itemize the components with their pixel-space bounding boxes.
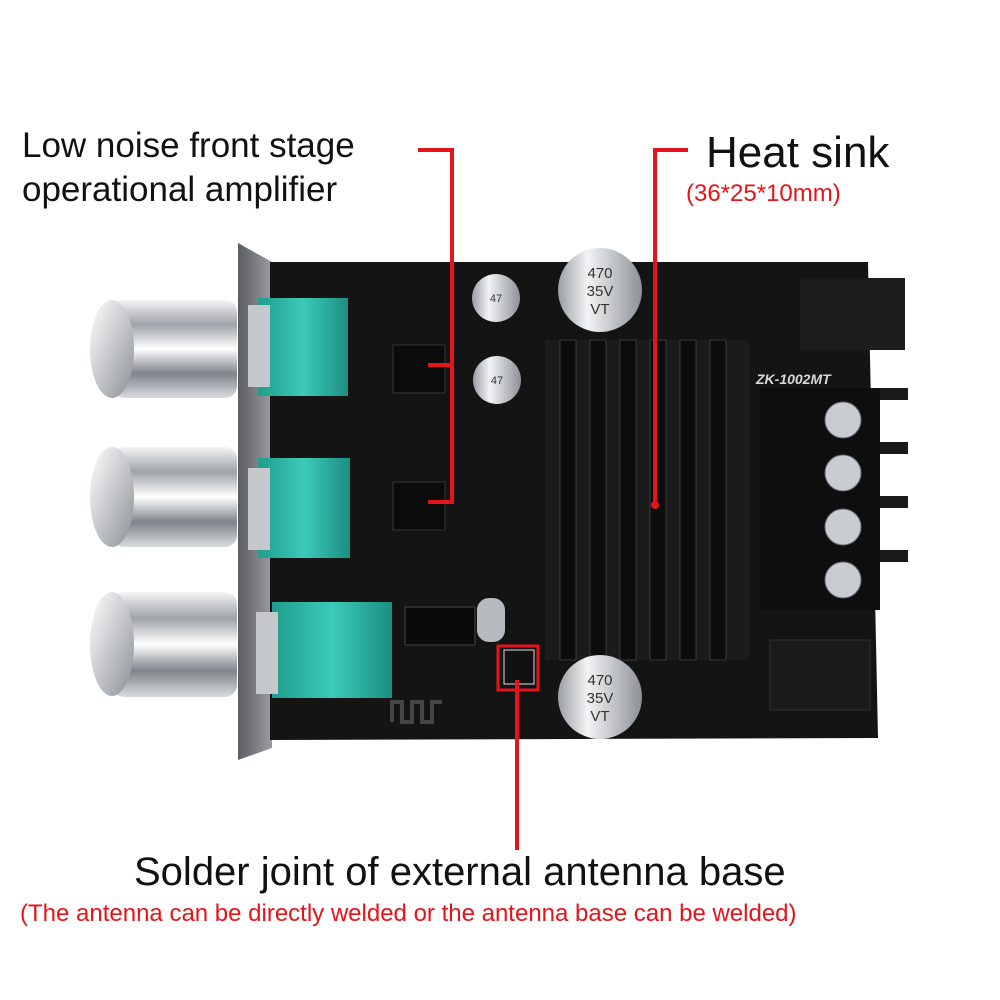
opamp-label-line1: Low noise front stage	[22, 126, 355, 165]
svg-text:47: 47	[490, 293, 502, 305]
svg-text:47: 47	[491, 375, 503, 387]
svg-text:VT: VT	[590, 708, 609, 725]
crystal	[477, 598, 505, 642]
heat-sink	[545, 339, 750, 661]
opamp-label-line2: operational amplifier	[22, 170, 338, 209]
heatsink-label: Heat sink	[706, 128, 890, 177]
antenna-solder-pads	[503, 649, 535, 685]
model-marking: ZK-1002MT	[755, 371, 832, 387]
capacitor-47uF-1: 47	[472, 274, 520, 322]
svg-text:35V: 35V	[587, 283, 614, 300]
knob-2	[90, 447, 237, 547]
knob-1	[90, 300, 237, 398]
bt-chip	[404, 606, 476, 646]
capacitor-470uF-bottom: 470 35V VT	[558, 655, 642, 739]
capacitor-470uF-top: 470 35V VT	[558, 248, 642, 332]
audio-jack	[769, 639, 871, 711]
capacitor-47uF-2: 47	[473, 356, 521, 404]
potentiometer-3	[256, 602, 392, 698]
potentiometer-2	[248, 458, 350, 558]
dc-power-jack	[800, 278, 905, 350]
antenna-note: (The antenna can be directly welded or t…	[20, 900, 797, 927]
heatsink-dimensions: (36*25*10mm)	[686, 180, 841, 207]
antenna-label: Solder joint of external antenna base	[134, 850, 786, 894]
opamp-chip-1	[392, 344, 446, 394]
callout-lines	[418, 148, 688, 850]
knob-3	[90, 592, 237, 697]
potentiometer-1	[248, 298, 348, 396]
svg-text:35V: 35V	[587, 690, 614, 707]
svg-text:470: 470	[587, 265, 612, 282]
svg-text:VT: VT	[590, 301, 609, 318]
opamp-chip-2	[392, 481, 446, 531]
bt-antenna-trace	[390, 700, 442, 724]
svg-text:470: 470	[587, 672, 612, 689]
terminal-block	[760, 388, 908, 610]
